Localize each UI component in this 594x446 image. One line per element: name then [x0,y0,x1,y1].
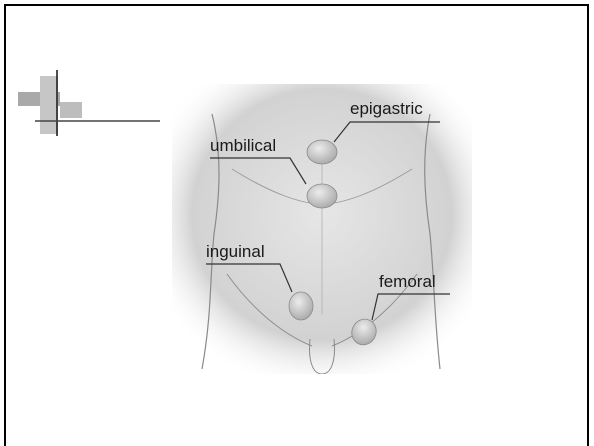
epigastric-label: epigastric [350,100,423,117]
inguinal-bulge [289,292,313,320]
femoral-label: femoral [379,273,436,290]
abdomen-drawing [172,84,472,374]
umbilical-bulge [307,184,337,208]
hernia-sites-illustration: epigastric umbilical inguinal femoral [172,84,472,374]
umbilical-label: umbilical [210,137,276,154]
inguinal-label: inguinal [206,243,265,260]
corner-shadow-block-2 [40,76,58,134]
corner-shadow-block-3 [60,102,82,118]
epigastric-bulge [307,140,337,164]
